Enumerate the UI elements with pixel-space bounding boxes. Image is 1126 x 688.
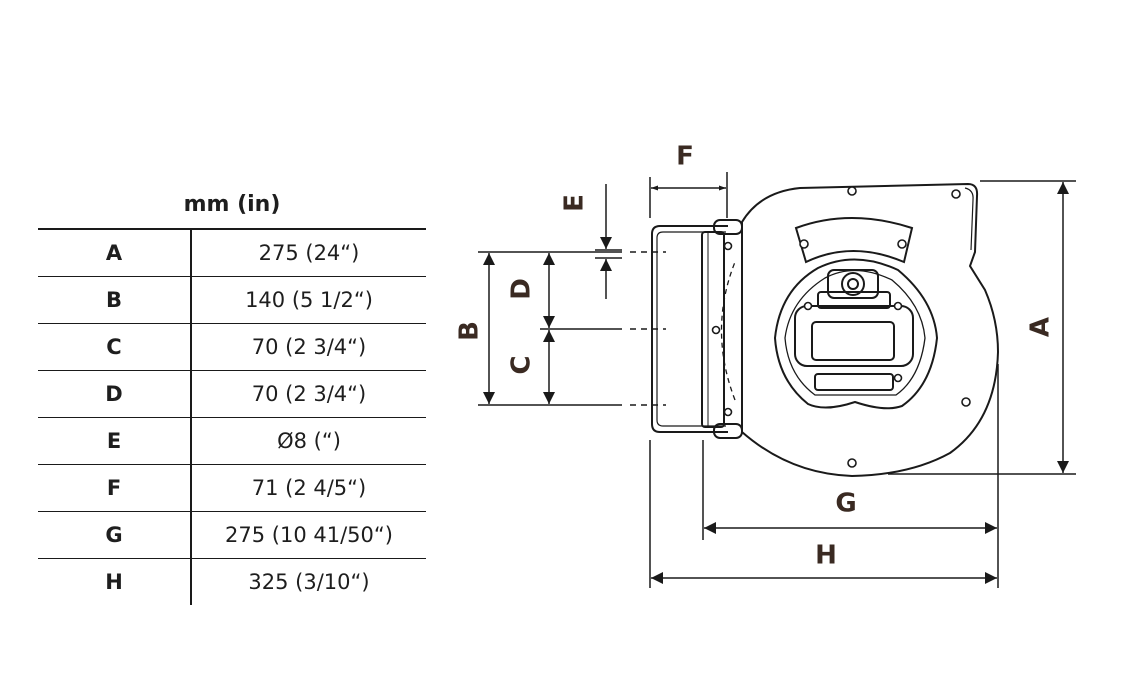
dimension-key: A [38, 228, 192, 277]
dimension-label-h: H [815, 541, 837, 571]
dimension-label-d: D [507, 278, 537, 300]
dimension-key: E [38, 417, 192, 465]
dimension-value: 71 (2 4/5“) [191, 464, 426, 512]
bolt-holes [711, 186, 971, 468]
reel-housing [741, 182, 1000, 478]
dimension-key: F [38, 464, 192, 512]
dimension-label-c: C [507, 355, 537, 374]
dimension-label-f: F [676, 142, 694, 172]
dimension-value: 275 (24“) [191, 228, 426, 277]
dimension-label-b: B [455, 321, 485, 341]
table-row: E Ø8 (“) [38, 417, 426, 465]
table-row: F 71 (2 4/5“) [38, 464, 426, 512]
dimension-key: B [38, 276, 192, 324]
dimension-value: 140 (5 1/2“) [191, 276, 426, 324]
dimension-key: H [38, 558, 192, 605]
table-row: B 140 (5 1/2“) [38, 276, 426, 324]
dimension-value: 275 (10 41/50“) [191, 511, 426, 559]
table-row: H 325 (3/10“) [38, 558, 426, 605]
table-unit-header: mm (in) [183, 192, 281, 217]
table-row: G 275 (10 41/50“) [38, 511, 426, 559]
dimension-key: C [38, 323, 192, 371]
dimension-value: Ø8 (“) [191, 417, 426, 465]
dimension-lines [478, 172, 1076, 588]
dimension-value: 70 (2 3/4“) [191, 370, 426, 418]
dimension-label-e: E [560, 194, 590, 212]
dimension-label-a: A [1026, 317, 1056, 337]
table-row: D 70 (2 3/4“) [38, 370, 426, 418]
dimension-label-g: G [835, 489, 856, 519]
dimension-key: G [38, 511, 192, 559]
reel-wheel [773, 217, 939, 410]
dimension-table: A 275 (24“) B 140 (5 1/2“) C 70 (2 3/4“)… [38, 228, 426, 605]
table-row: C 70 (2 3/4“) [38, 323, 426, 371]
dimension-value: 70 (2 3/4“) [191, 323, 426, 371]
table-row: A 275 (24“) [38, 228, 426, 277]
dimension-value: 325 (3/10“) [248, 570, 370, 594]
dimension-key: D [38, 370, 192, 418]
